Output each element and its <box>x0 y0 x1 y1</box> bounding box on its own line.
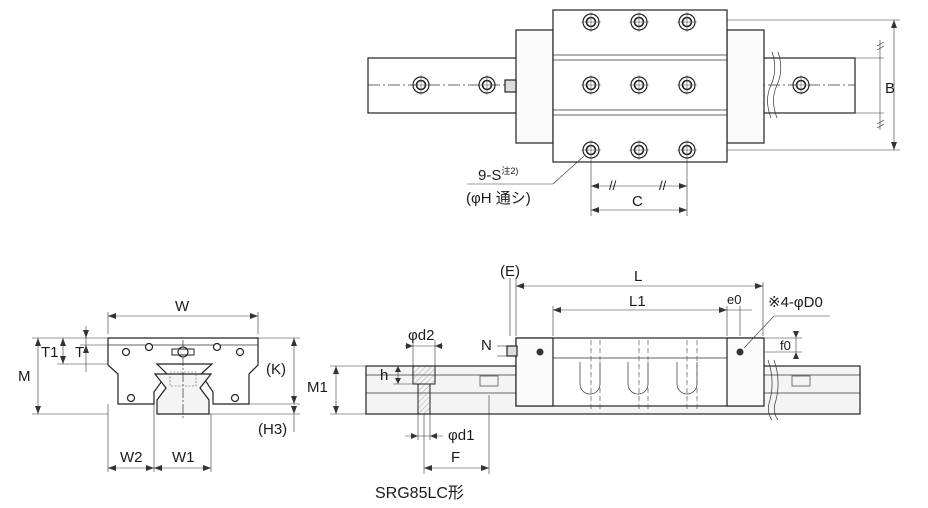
dim-N-label: N <box>481 337 492 354</box>
model-caption: SRG85LC形 <box>375 484 464 502</box>
rail-hole <box>410 74 432 96</box>
front-block <box>107 337 259 405</box>
dim-E-label: (E) <box>500 263 520 280</box>
svg-text://: // <box>659 178 667 193</box>
dim-T-label: T <box>75 344 84 361</box>
dim-L-label: L <box>634 268 642 285</box>
rail-hole <box>476 74 498 96</box>
side-view: L L1 (E) e0 ※4-φD0 f0 N φd2 h <box>307 263 861 474</box>
rail-hole <box>790 74 812 96</box>
dim-d1-label: φd1 <box>448 427 474 444</box>
dim-C-label: C <box>632 193 643 210</box>
svg-text:9-S注2): 9-S注2) <box>478 165 518 184</box>
dim-F-label: F <box>451 449 460 466</box>
dim-h-label: h <box>380 367 388 384</box>
dim-B-label: B <box>885 80 895 97</box>
end-seal-left <box>515 29 554 144</box>
dim-L1-label: L1 <box>629 293 646 310</box>
svg-text://: // <box>609 178 617 193</box>
dim-H3-label: (H3) <box>258 421 287 438</box>
hole-note-through: (φH 通シ) <box>466 190 531 207</box>
dim-d2-label: φd2 <box>408 327 434 344</box>
end-seal-right <box>726 29 765 144</box>
dim-M1-label: M1 <box>307 379 328 396</box>
dim-M-label: M <box>18 368 31 385</box>
dim-W-label: W <box>175 298 190 315</box>
side-block <box>515 337 764 407</box>
dim-K-label: (K) <box>266 361 286 378</box>
dim-4D0-label: ※4-φD0 <box>768 294 823 311</box>
hole-note-sup: 注2) <box>501 165 518 176</box>
dim-W2-label: W2 <box>120 449 143 466</box>
front-view: W M T1 T (K) (H3) W2 W1 <box>18 298 300 472</box>
dim-W1-label: W1 <box>172 449 195 466</box>
dim-T1-label: T1 <box>41 344 59 361</box>
dim-e0-label: e0 <box>727 292 741 307</box>
top-view: B // // C 9-S注2) (φH 通シ) <box>367 9 900 216</box>
hole-note-label: 9-S <box>478 167 501 184</box>
dim-f0-label: f0 <box>780 338 791 353</box>
